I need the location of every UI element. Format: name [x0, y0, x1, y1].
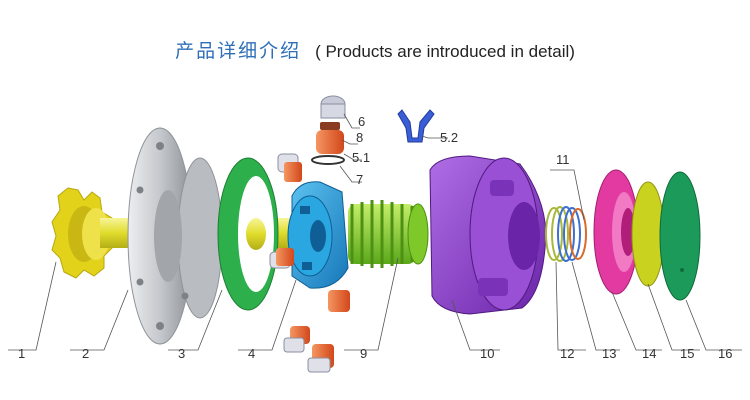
title-english: ( Products are introduced in detail)	[315, 42, 575, 61]
label-9: 9	[360, 346, 367, 361]
label-13: 13	[602, 346, 616, 361]
distributor-spring	[348, 200, 429, 268]
page-title: 产品详细介绍 ( Products are introduced in detai…	[0, 36, 750, 63]
label-7: 7	[356, 172, 363, 187]
piston-assembly-top	[311, 95, 346, 165]
end-cover	[659, 171, 701, 301]
label-14: 14	[642, 346, 656, 361]
cylinder-block	[287, 181, 349, 289]
label-12: 12	[560, 346, 574, 361]
green-cam-ring	[217, 157, 279, 311]
piston-rollers	[269, 153, 350, 373]
label-5-2: 5.2	[440, 130, 458, 145]
label-2: 2	[82, 346, 89, 361]
flange-housing	[127, 127, 223, 345]
valve-housing	[429, 155, 547, 315]
label-5-1: 5.1	[352, 150, 370, 165]
label-1: 1	[18, 346, 25, 361]
coil-spring	[545, 206, 587, 262]
title-chinese: 产品详细介绍	[175, 40, 302, 62]
pink-gear-ring	[593, 169, 639, 295]
label-10: 10	[480, 346, 494, 361]
part-labels: 1 2 3 4 9 10 12 13 14 15 16 6 8 5.1 7 5.…	[18, 114, 732, 361]
label-8: 8	[356, 130, 363, 145]
label-11: 11	[556, 152, 570, 167]
label-15: 15	[680, 346, 694, 361]
label-16: 16	[718, 346, 732, 361]
fork-key	[397, 109, 435, 143]
leader-lines	[8, 113, 742, 351]
olive-disc	[631, 181, 665, 287]
label-6: 6	[358, 114, 365, 129]
label-3: 3	[178, 346, 185, 361]
label-4: 4	[248, 346, 255, 361]
